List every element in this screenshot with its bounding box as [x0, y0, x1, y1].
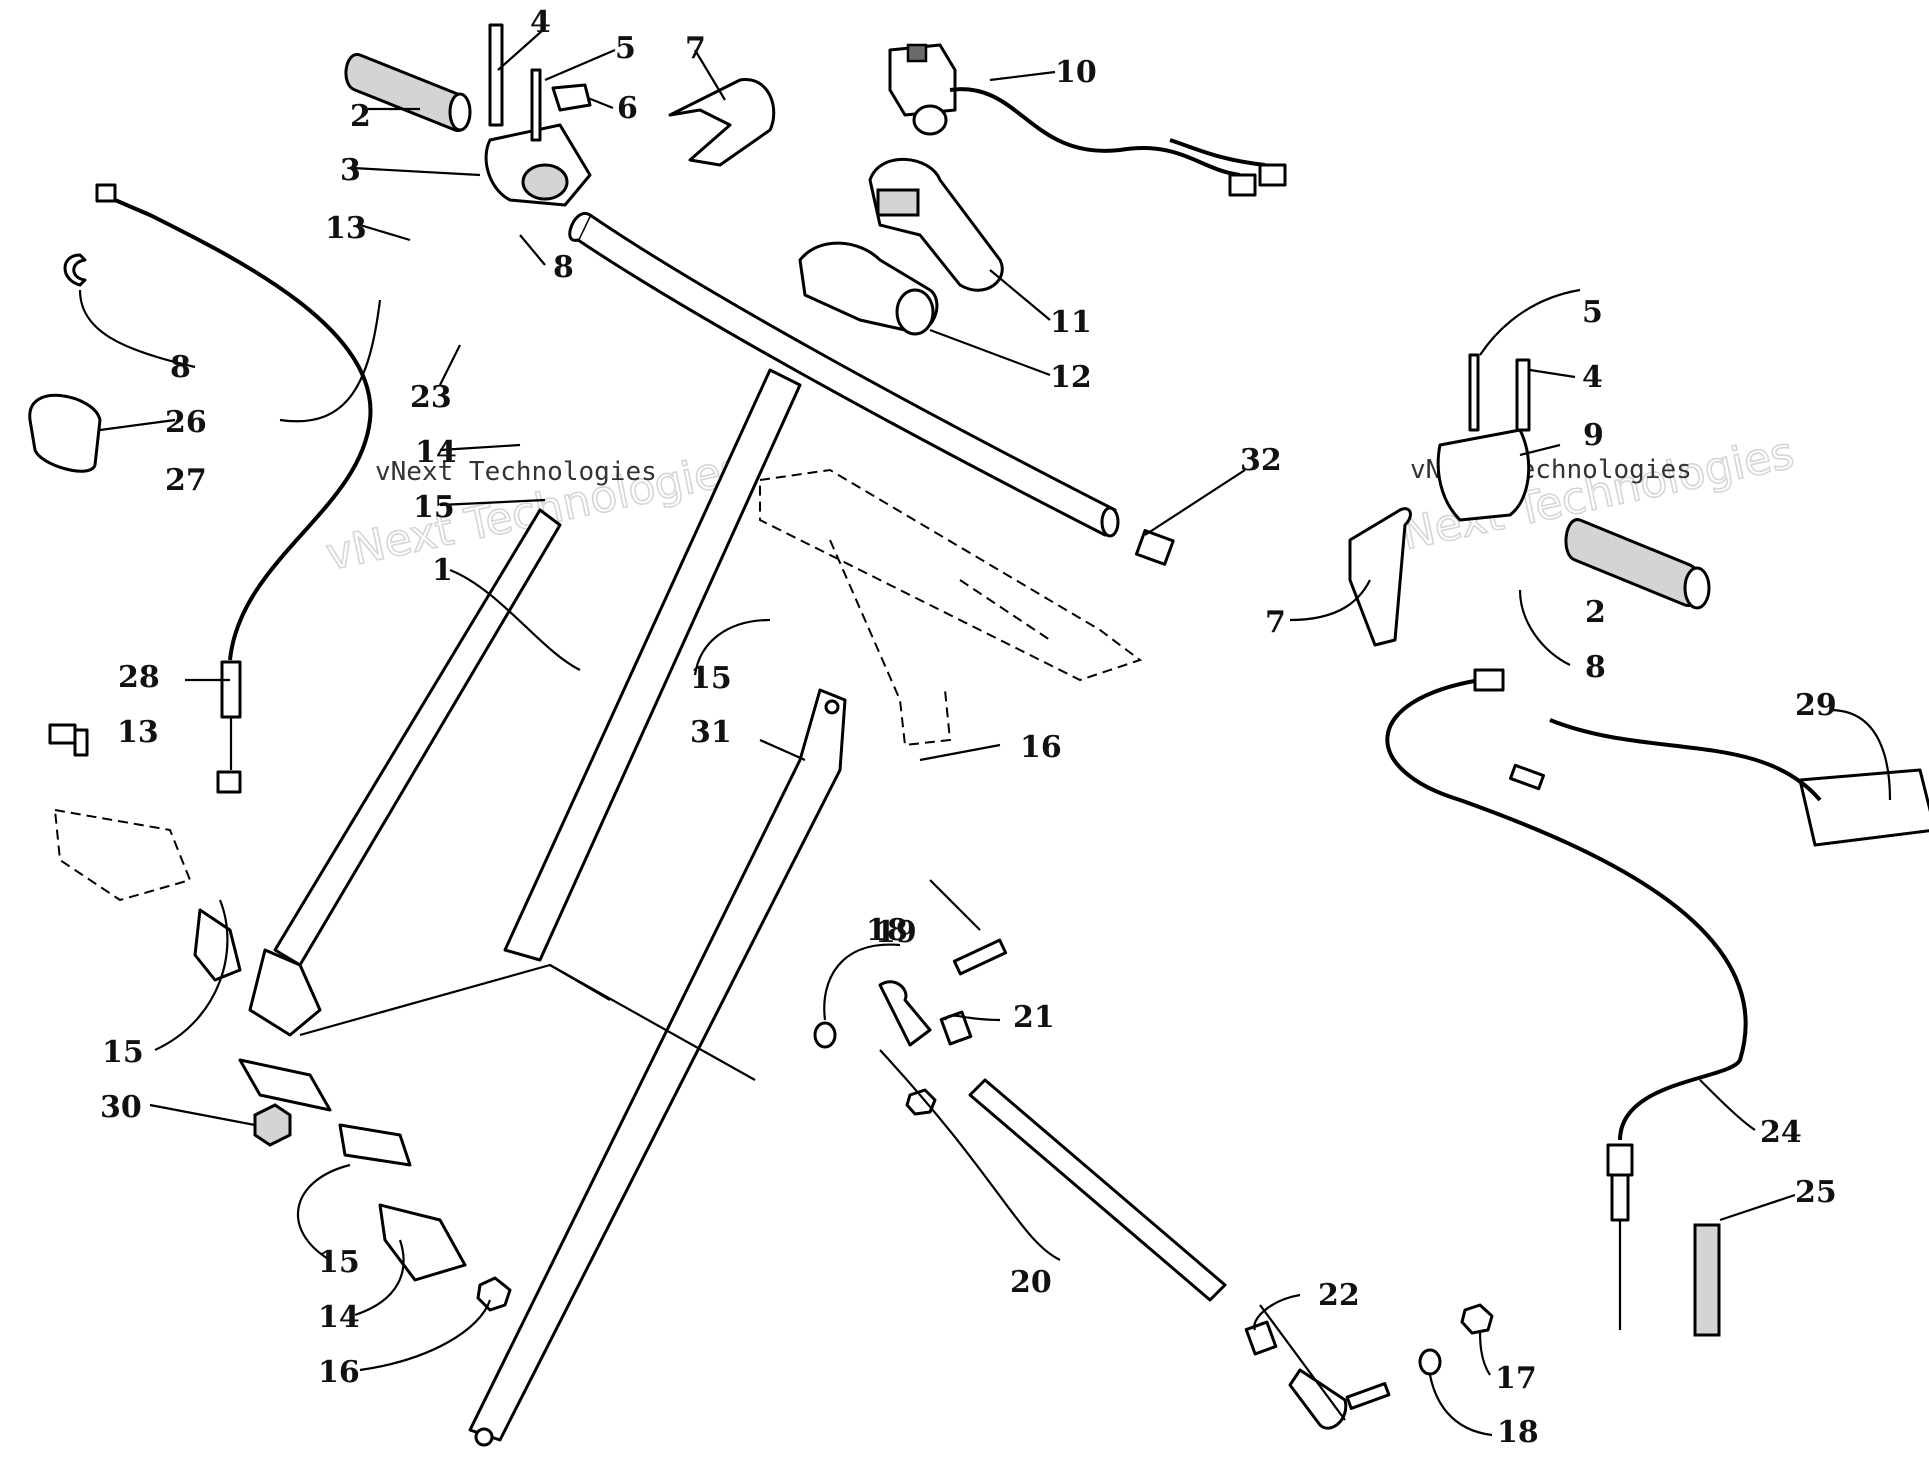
callout-3: 3 [340, 153, 361, 188]
sleeve [1134, 529, 1175, 566]
callout-15-mid: 15 [690, 661, 732, 696]
callout-20: 20 [1010, 1265, 1052, 1300]
switch-assembly [888, 43, 1287, 197]
callout-labels: 2 3 4 5 6 7 10 11 12 8 13 23 14 15 8 26 … [102, 5, 1837, 1450]
tie-rod [813, 938, 1494, 1430]
callout-30-final: 30 [100, 1090, 142, 1125]
callout-6: 6 [617, 91, 638, 126]
callout-4-right: 4 [1582, 360, 1603, 395]
coil-spring [1693, 1223, 1721, 1337]
callout-2-left: 2 [350, 99, 371, 134]
callout-16-top: 16 [1020, 730, 1062, 765]
callout-19: 19 [875, 915, 917, 950]
callout-21: 21 [1013, 1000, 1055, 1035]
callout-10: 10 [1055, 55, 1097, 90]
e-clip-left [63, 253, 87, 287]
hand-warmer-upper [868, 157, 1004, 292]
callout-7-right: 7 [1265, 605, 1286, 640]
callout-1: 1 [432, 553, 453, 588]
callout-31: 31 [690, 715, 732, 750]
cable-clamp [28, 393, 102, 473]
callout-14-bottom: 14 [318, 1300, 360, 1335]
heater-cable [1385, 668, 1748, 1330]
watermark-left-plain: vNext Technologies [375, 457, 657, 487]
callout-28: 28 [118, 660, 160, 695]
left-grip [344, 53, 472, 132]
callout-14-top: 14 [415, 435, 457, 470]
callout-12: 12 [1050, 360, 1092, 395]
callout-23: 23 [410, 380, 452, 415]
callout-2-right: 2 [1585, 595, 1606, 630]
callout-17: 17 [1495, 1361, 1537, 1396]
steering-arm [468, 688, 847, 1447]
callout-15-bottom-final: 15 [318, 1245, 360, 1280]
callout-15-bottom-left: 15 [102, 1035, 144, 1070]
handlebar [273, 211, 1120, 967]
leader-lines [78, 29, 1892, 1437]
throttle-lever-right [1348, 507, 1412, 647]
callout-16-bottom: 16 [318, 1355, 360, 1390]
callout-8-right: 8 [1585, 650, 1606, 685]
callout-15-top: 15 [413, 490, 455, 525]
right-grip [1564, 518, 1711, 610]
callout-26: 26 [165, 405, 207, 440]
steering-bracket [759, 468, 1143, 747]
callout-4-left: 4 [530, 5, 551, 40]
callout-5-right: 5 [1582, 295, 1603, 330]
callout-18-left: 18 [866, 913, 908, 948]
callout-8-left: 8 [170, 350, 191, 385]
right-housing [1436, 353, 1531, 522]
heater-pad [1549, 718, 1929, 847]
callout-11: 11 [1050, 305, 1092, 340]
callout-29: 29 [1795, 688, 1837, 723]
throttle-cable [95, 183, 373, 794]
callout-25-final: 25 [1795, 1175, 1837, 1210]
lower-left-bracket [48, 723, 512, 1312]
callout-24: 24 [1760, 1115, 1802, 1150]
callout-7-top: 7 [685, 31, 706, 66]
callout-8-top: 8 [553, 250, 574, 285]
callout-13-top: 13 [325, 211, 367, 246]
callout-9: 9 [1583, 418, 1604, 453]
brake-lever-top [668, 78, 776, 167]
callout-18-bottom: 18 [1497, 1415, 1539, 1450]
callout-5-left: 5 [615, 31, 636, 66]
callout-13-left: 13 [117, 715, 159, 750]
callout-27: 27 [165, 463, 207, 498]
hand-warmer-lower [798, 241, 939, 336]
left-throttle-housing [484, 23, 592, 207]
callout-32: 32 [1240, 443, 1282, 478]
callout-22: 22 [1318, 1278, 1360, 1313]
